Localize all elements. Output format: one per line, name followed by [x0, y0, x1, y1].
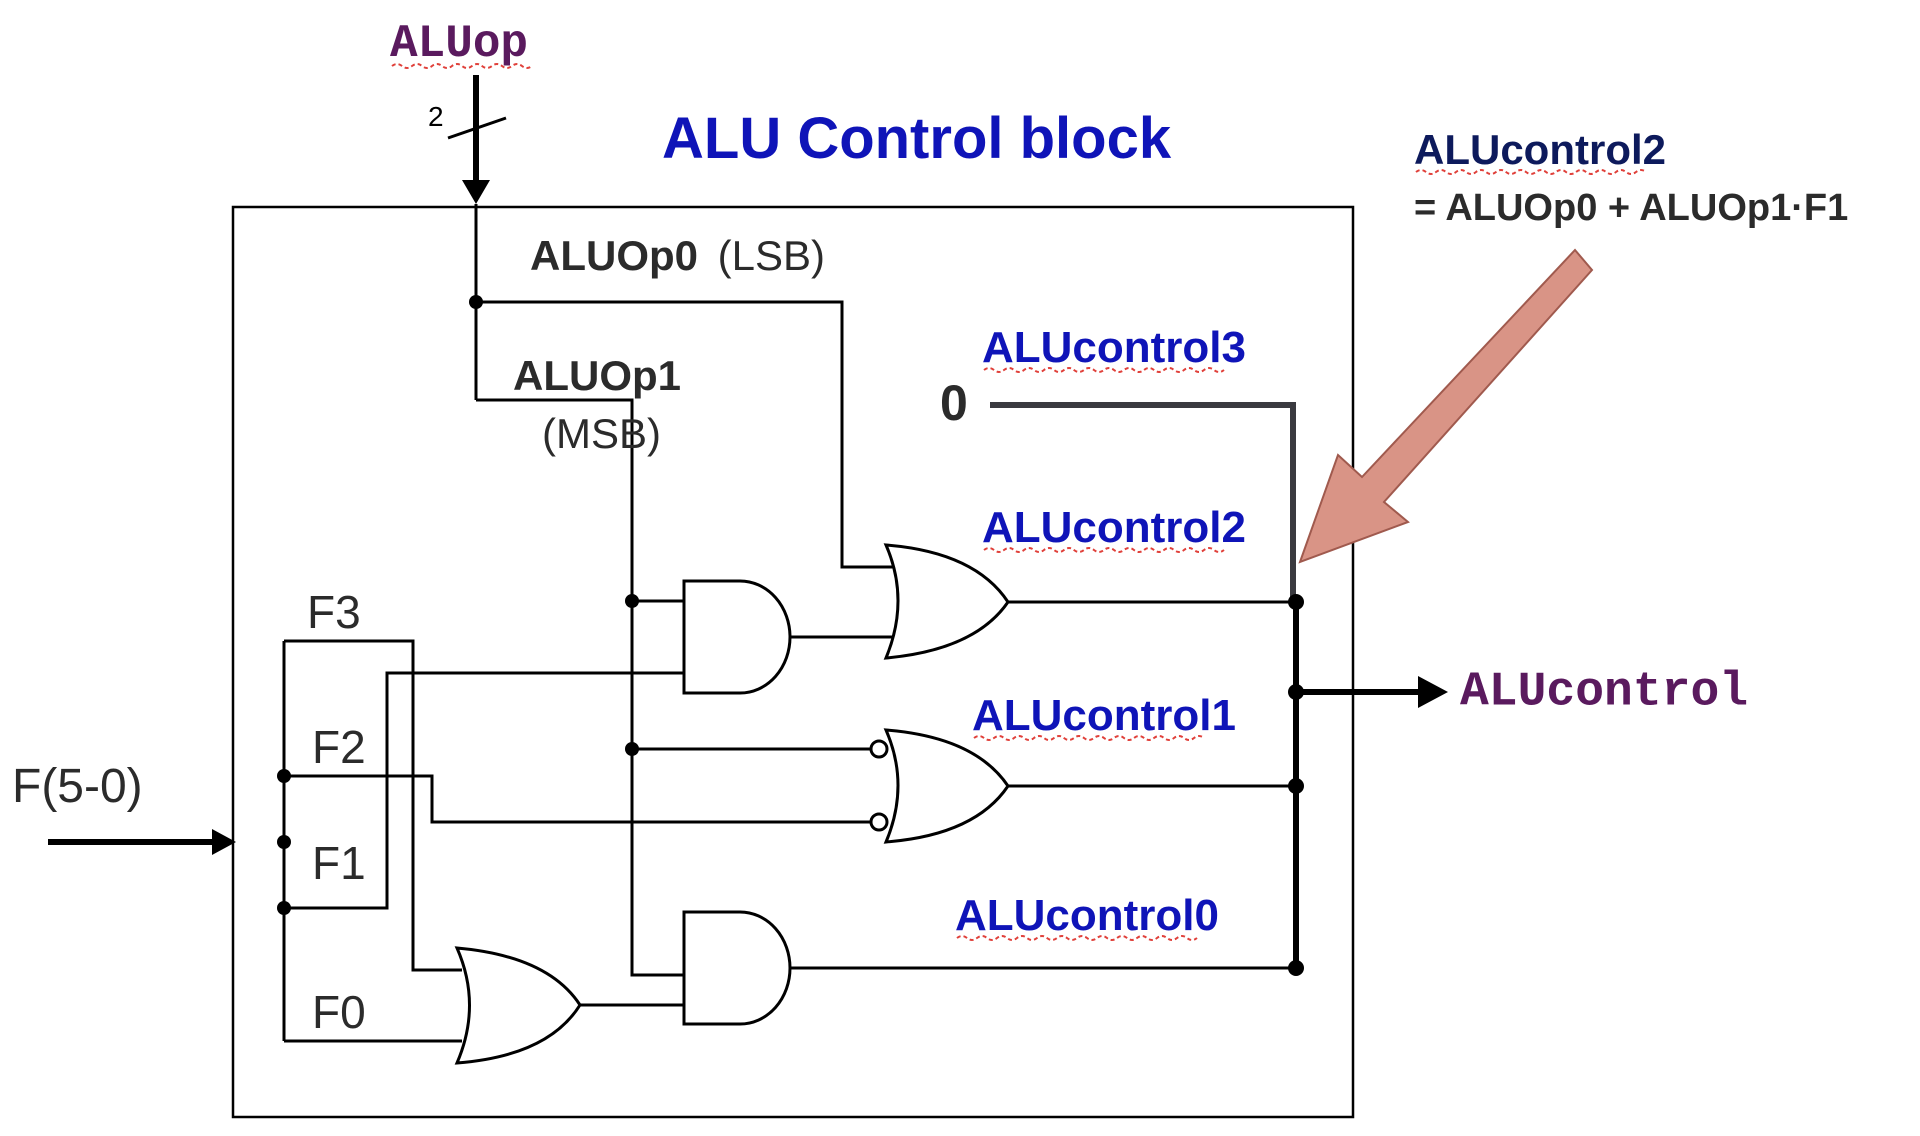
aluop-arrowhead — [462, 180, 490, 204]
spellcheck-underline — [973, 735, 1205, 741]
junction-dot — [469, 295, 483, 309]
annotation-arrow — [1298, 248, 1594, 564]
junction-dot — [625, 594, 639, 608]
f1-wire — [284, 671, 684, 910]
annotation-equation: = ALUOp0 + ALUOp1·F1 — [1414, 187, 1848, 229]
output-arrowhead — [1418, 676, 1448, 708]
junction-dot — [625, 742, 639, 756]
junction-dot — [1288, 594, 1304, 610]
f3-label: F3 — [307, 586, 361, 638]
aluop1-wire — [476, 398, 684, 977]
alucontrol-output-label: ALUcontrol — [1460, 666, 1748, 720]
spellcheck-underline — [1415, 169, 1647, 175]
aluop1-note: (MSB) — [542, 410, 661, 457]
annotation-title: ALUcontrol2 — [1414, 126, 1666, 173]
or-gate-alucontrol1 — [883, 728, 1010, 844]
aluop0-note: (LSB) — [718, 232, 825, 279]
aluop0-wire — [476, 300, 893, 569]
bus-width-label: 2 — [428, 101, 444, 132]
alucontrol3-label: ALUcontrol3 — [982, 323, 1246, 372]
junction-dot — [1288, 960, 1304, 976]
f0-label: F0 — [312, 986, 366, 1038]
alucontrol1-label: ALUcontrol1 — [972, 691, 1236, 740]
f1-label: F1 — [312, 837, 366, 889]
or-gate-f3-f0 — [454, 946, 582, 1065]
aluop0-label: ALUOp0 — [530, 232, 698, 279]
const-zero-label: 0 — [940, 375, 968, 431]
aluop-label: ALUop — [390, 18, 528, 70]
junction-dot — [277, 835, 291, 849]
inversion-bubble — [869, 739, 889, 759]
f2-wire — [284, 774, 872, 824]
junction-dot — [1288, 778, 1304, 794]
spellcheck-underline — [391, 63, 533, 69]
spellcheck-underline — [983, 547, 1225, 553]
alucontrol0-label: ALUcontrol0 — [955, 891, 1219, 940]
function-arrowhead — [212, 829, 236, 855]
function-input-label: F(5-0) — [12, 760, 143, 813]
junction-dot — [1288, 684, 1304, 700]
diagram-title: ALU Control block — [662, 106, 1172, 171]
alucontrol3-wire — [990, 402, 1296, 602]
spellcheck-underline — [983, 367, 1225, 373]
aluop1-label: ALUOp1 — [513, 352, 681, 399]
aluop0-text: ALUOp0 (LSB) — [530, 232, 825, 279]
and-gate-alucontrol0 — [682, 910, 792, 1026]
f3-wire — [284, 639, 462, 972]
spellcheck-underline — [956, 935, 1198, 941]
and-gate-alucontrol2 — [682, 579, 792, 695]
inversion-bubble — [869, 812, 889, 832]
alucontrol2-label: ALUcontrol2 — [982, 503, 1246, 552]
or-gate-alucontrol2 — [883, 543, 1010, 660]
f2-label: F2 — [312, 721, 366, 773]
bus-width-slash — [447, 116, 507, 140]
control-block-border — [231, 205, 1355, 1119]
